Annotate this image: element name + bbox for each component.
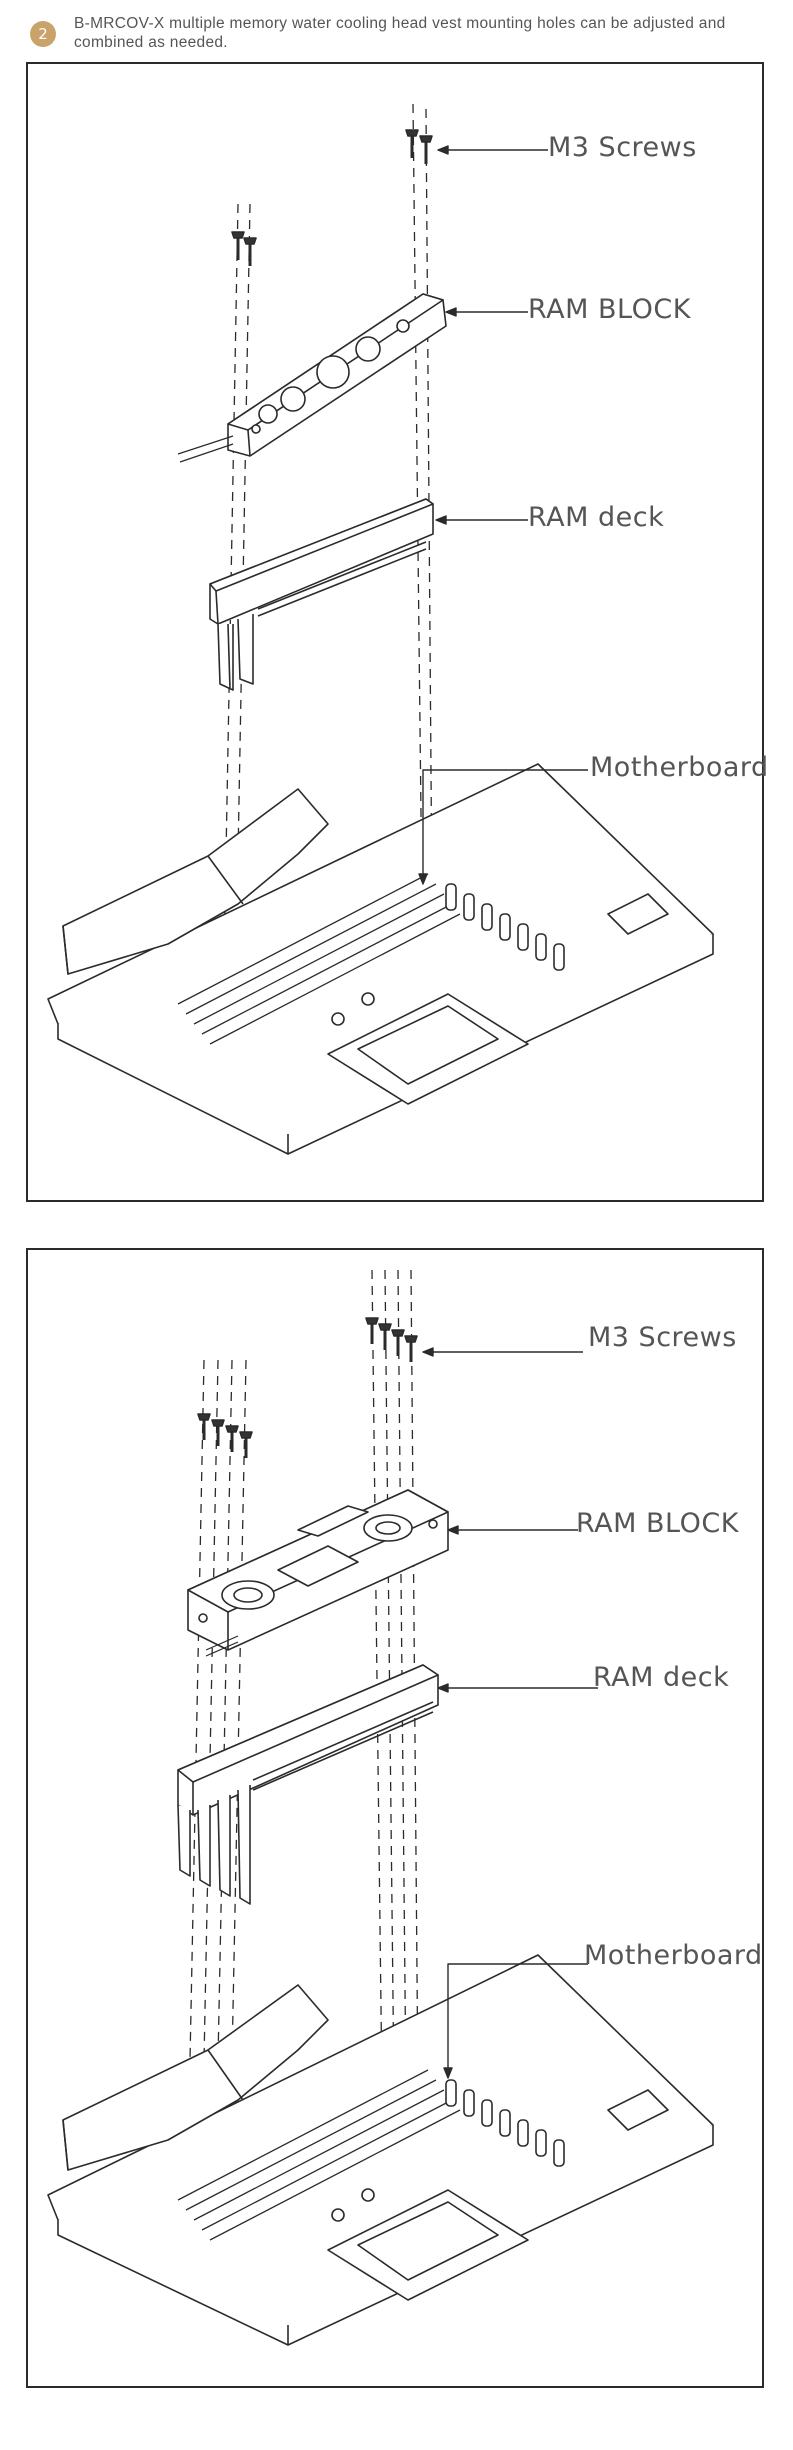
- ram-deck: [209, 498, 434, 691]
- motherboard: [47, 763, 714, 1155]
- diagram-panel-dual: M3 Screws RAM BLOCK RAM deck Motherboard: [26, 1248, 764, 2388]
- step-number-badge: 2: [30, 21, 56, 47]
- m3-screws: [231, 129, 433, 266]
- m3-screws: [197, 1317, 418, 1458]
- label-m3-screws: M3 Screws: [548, 132, 697, 163]
- ram-deck: [177, 1664, 439, 1905]
- step-description: B-MRCOV-X multiple memory water cooling …: [74, 15, 726, 51]
- label-motherboard: Motherboard: [590, 752, 769, 783]
- label-ram-block: RAM BLOCK: [528, 294, 691, 325]
- ram-block: [187, 1489, 449, 1657]
- diagram-panel-single: M3 Screws RAM BLOCK RAM deck Motherboard: [26, 62, 768, 1202]
- label-motherboard: Motherboard: [584, 1940, 763, 1971]
- motherboard: [47, 1954, 714, 2346]
- label-ram-block: RAM BLOCK: [576, 1508, 739, 1539]
- label-ram-deck: RAM deck: [528, 502, 665, 533]
- leader-lines: [422, 1347, 598, 2079]
- label-ram-deck: RAM deck: [593, 1662, 730, 1693]
- label-m3-screws: M3 Screws: [588, 1322, 737, 1353]
- ram-block: [177, 293, 447, 463]
- exploded-view-dual-block: [47, 1269, 714, 2346]
- exploded-view-single-block: [47, 103, 714, 1155]
- leader-lines: [418, 145, 588, 885]
